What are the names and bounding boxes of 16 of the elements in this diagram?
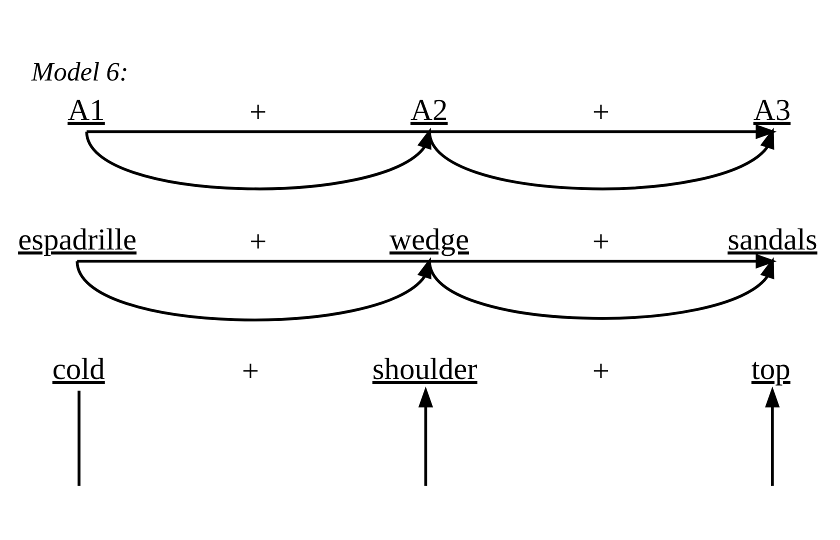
label: + [592,94,610,128]
node-text: top [751,351,790,386]
node-text: espadrille [18,222,137,256]
label: + [242,353,260,388]
label: + [250,94,267,128]
diagram-title: Model 6: [31,56,128,86]
label: + [592,224,610,258]
node-text: shoulder [372,351,478,386]
node-text: wedge [390,222,470,256]
node-text: sandals [728,222,818,256]
node-text: A1 [68,92,105,126]
node-text: A3 [753,92,791,126]
node-text: cold [52,351,105,386]
label: + [250,224,267,258]
label: + [592,353,610,388]
node-text: A2 [410,92,448,126]
